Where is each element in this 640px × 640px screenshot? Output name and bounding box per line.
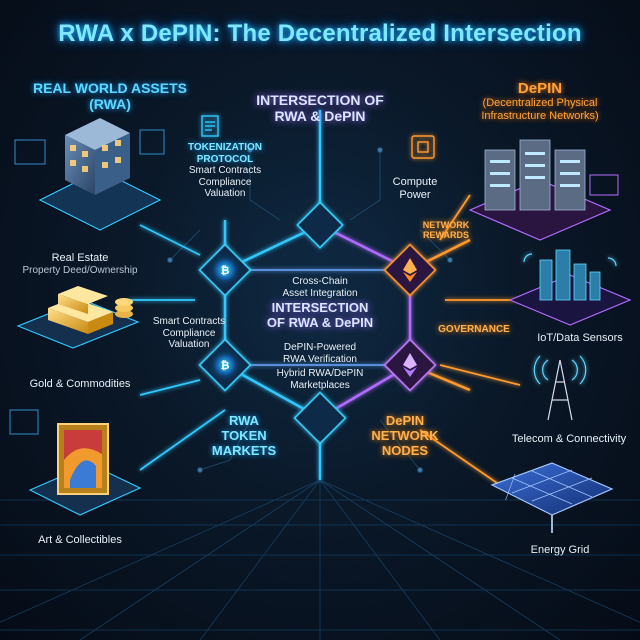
depin-header: DePIN (Decentralized Physical Infrastruc…: [440, 80, 640, 123]
rwa-header-line2: (RWA): [89, 96, 131, 113]
smart-mid-line3: Valuation: [168, 339, 210, 350]
tokenization-protocol: TOKENIZATION PROTOCOL Smart Contracts Co…: [160, 142, 290, 200]
compute-line2: Power: [399, 188, 431, 201]
bitcoin-icon: ₿: [221, 265, 230, 277]
real-estate-line1: Real Estate: [51, 252, 109, 264]
real-estate-label: Real Estate Property Deed/Ownership: [0, 252, 160, 276]
rwa-token-markets: RWA TOKEN MARKETS: [204, 413, 284, 459]
tokenization-line3: Smart Contracts: [188, 165, 262, 176]
ethereum-icon: [403, 353, 417, 369]
city-iot-icon: [508, 249, 632, 326]
building-icon: [38, 118, 162, 231]
network-nodes: ₿ ₿: [198, 201, 437, 445]
compute-line1: Compute: [392, 176, 438, 188]
governance-label: GOVERNANCE: [438, 324, 510, 335]
smart-contracts-mid: Smart Contracts Compliance Valuation: [134, 316, 244, 351]
ethereum-icon: [403, 258, 417, 274]
intersection-top-line1: INTERSECTION OF: [256, 92, 384, 108]
hybrid-label: Hybrid RWA/DePIN Marketplaces: [268, 368, 372, 391]
art-label: Art & Collectibles: [38, 534, 122, 546]
circuit-traces: [167, 147, 453, 473]
depin-powered-line2: RWA Verification: [283, 353, 357, 365]
gold-bars-icon: [16, 286, 140, 349]
energy-label: Energy Grid: [530, 544, 590, 556]
network-rewards-label: NETWORK REWARDS: [406, 220, 486, 241]
smart-mid-line1: Smart Contracts: [152, 316, 226, 327]
rwa-token-line2: TOKEN: [221, 427, 267, 443]
node-bottom-center: [293, 391, 347, 445]
server-rack-icon: [468, 139, 612, 241]
network-lines: [130, 110, 521, 486]
rwa-token-line3: MARKETS: [211, 442, 277, 458]
rwa-header: REAL WORLD ASSETS (RWA): [20, 80, 200, 112]
depin-header-line3: Infrastructure Networks): [481, 109, 599, 122]
tokenization-line1: TOKENIZATION: [187, 142, 263, 153]
cross-chain-line1: Cross-Chain: [292, 276, 348, 287]
depin-nodes-line1: DePIN: [385, 413, 425, 428]
rwa-header-line1: REAL WORLD ASSETS: [32, 80, 187, 96]
cross-chain-line2: Asset Integration: [282, 287, 358, 299]
hybrid-line1: Hybrid RWA/DePIN: [276, 368, 364, 379]
depin-header-line1: DePIN: [517, 80, 563, 97]
solar-panel-icon: [490, 462, 614, 533]
bitcoin-icon: ₿: [221, 360, 230, 372]
gold-label: Gold & Commodities: [29, 378, 131, 390]
node-right-lower: [383, 338, 437, 392]
node-left-upper: ₿: [198, 243, 252, 297]
intersection-top-line2: RWA & DePIN: [274, 108, 366, 125]
iot-label: IoT/Data Sensors: [537, 332, 623, 344]
tokenization-line4: Compliance: [198, 176, 252, 188]
intersection-top-heading: INTERSECTION OF RWA & DePIN: [240, 92, 400, 124]
intersection-center-line2: OF RWA & DePIN: [266, 314, 374, 330]
node-top-center: [296, 201, 344, 249]
document-icon: [201, 115, 219, 137]
node-left-lower: ₿: [198, 338, 252, 392]
intersection-center-heading: INTERSECTION OF RWA & DePIN: [256, 300, 384, 331]
depin-powered-label: DePIN-Powered RWA Verification: [270, 342, 370, 365]
network-rewards-line1: NETWORK: [422, 220, 470, 230]
tokenization-line2: PROTOCOL: [196, 153, 254, 165]
dashboard-panels: [9, 129, 619, 435]
node-right-upper: [383, 243, 437, 297]
tokenization-line5: Valuation: [204, 188, 246, 199]
hybrid-line2: Marketplaces: [290, 379, 350, 391]
art-frame-icon: [28, 423, 142, 516]
smart-mid-line2: Compliance: [162, 327, 216, 339]
depin-network-nodes: DePIN NETWORK NODES: [360, 413, 450, 459]
depin-header-line2: (Decentralized Physical: [482, 97, 598, 110]
intersection-center-line1: INTERSECTION: [271, 300, 369, 315]
depin-powered-line1: DePIN-Powered: [283, 342, 357, 353]
network-rewards-line2: REWARDS: [422, 230, 469, 241]
compute-power-label: Compute Power: [380, 176, 450, 201]
rwa-token-line1: RWA: [228, 413, 260, 428]
chip-icon: [411, 135, 435, 159]
depin-nodes-line2: NETWORK: [371, 427, 439, 443]
depin-nodes-line3: NODES: [381, 442, 429, 458]
page-title: RWA x DePIN: The Decentralized Intersect…: [58, 20, 582, 47]
telecom-tower-icon: [533, 355, 587, 421]
cross-chain-label: Cross-Chain Asset Integration: [270, 276, 370, 299]
telecom-label: Telecom & Connectivity: [511, 433, 627, 445]
real-estate-line2: Property Deed/Ownership: [22, 264, 138, 276]
floor-grid: [0, 479, 640, 640]
